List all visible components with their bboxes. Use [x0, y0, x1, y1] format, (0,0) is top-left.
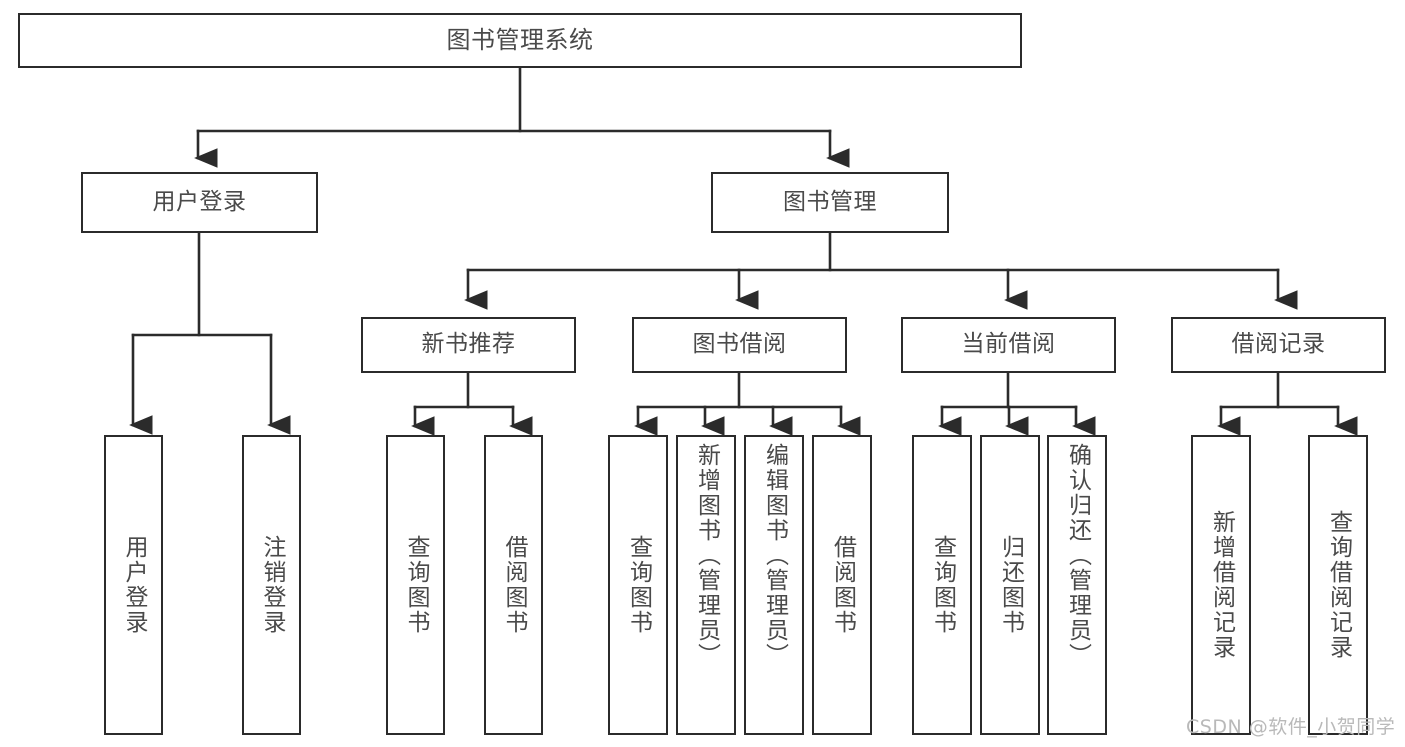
node-label: 确认归还（管理员） — [1064, 443, 1091, 668]
node-user-login[interactable]: 用户登录 — [81, 172, 318, 233]
leaf-query-books-recommend[interactable]: 查询图书 — [386, 435, 445, 735]
leaf-query-books-borrow[interactable]: 查询图书 — [608, 435, 668, 735]
node-label: 查询图书 — [625, 535, 652, 635]
leaf-return-books[interactable]: 归还图书 — [980, 435, 1040, 735]
node-label: 图书管理 — [783, 188, 877, 215]
node-root-book-management-system[interactable]: 图书管理系统 — [18, 13, 1022, 68]
leaf-query-borrow-record[interactable]: 查询借阅记录 — [1308, 435, 1368, 735]
leaf-confirm-return-admin[interactable]: 确认归还（管理员） — [1047, 435, 1107, 735]
node-book-borrow[interactable]: 图书借阅 — [632, 317, 847, 373]
leaf-borrow-books[interactable]: 借阅图书 — [812, 435, 872, 735]
node-label: 新增借阅记录 — [1208, 510, 1235, 660]
leaf-edit-book-admin[interactable]: 编辑图书（管理员） — [744, 435, 804, 735]
node-label: 新增图书（管理员） — [693, 443, 720, 668]
node-label: 当前借阅 — [961, 331, 1056, 358]
node-label: 注销登录 — [259, 535, 285, 635]
node-label: 图书管理系统 — [446, 26, 594, 55]
node-label: 查询借阅记录 — [1325, 510, 1352, 660]
node-label: 归还图书 — [997, 535, 1024, 635]
node-label: 借阅记录 — [1231, 331, 1326, 358]
node-current-borrow[interactable]: 当前借阅 — [901, 317, 1116, 373]
node-book-management[interactable]: 图书管理 — [711, 172, 949, 233]
node-label: 用户登录 — [121, 535, 147, 635]
node-label: 查询图书 — [929, 535, 956, 635]
node-label: 用户登录 — [152, 188, 247, 215]
leaf-borrow-books-recommend[interactable]: 借阅图书 — [484, 435, 543, 735]
node-label: 借阅图书 — [829, 535, 856, 635]
leaf-query-books-current[interactable]: 查询图书 — [912, 435, 972, 735]
leaf-add-book-admin[interactable]: 新增图书（管理员） — [676, 435, 736, 735]
node-label: 查询图书 — [403, 535, 429, 635]
leaf-logout[interactable]: 注销登录 — [242, 435, 301, 735]
node-label: 新书推荐 — [421, 331, 516, 358]
leaf-add-borrow-record[interactable]: 新增借阅记录 — [1191, 435, 1251, 735]
node-label: 编辑图书（管理员） — [761, 443, 788, 668]
leaf-user-login[interactable]: 用户登录 — [104, 435, 163, 735]
node-label: 图书借阅 — [692, 331, 787, 358]
node-new-book-recommend[interactable]: 新书推荐 — [361, 317, 576, 373]
csdn-watermark: CSDN @软件_小贺同学 — [1186, 716, 1396, 738]
node-borrow-record[interactable]: 借阅记录 — [1171, 317, 1386, 373]
node-label: 借阅图书 — [501, 535, 527, 635]
